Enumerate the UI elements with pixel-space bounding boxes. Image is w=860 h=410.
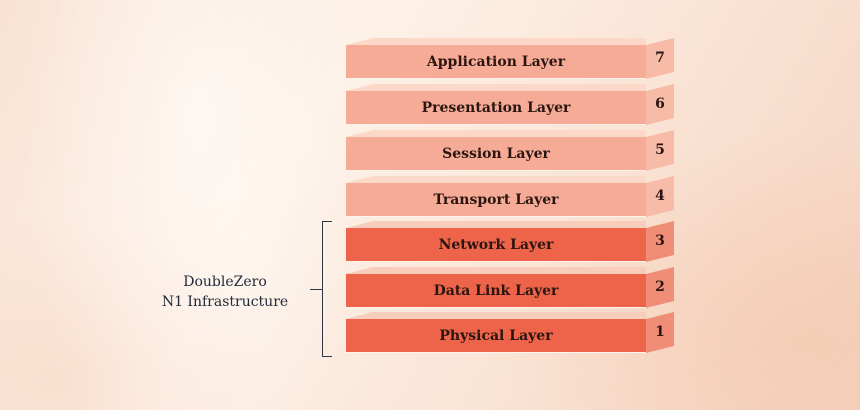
- layer-top-face: [346, 38, 646, 45]
- layer-session: Session Layer 5: [346, 130, 674, 171]
- layer-side-face: 5: [646, 130, 674, 171]
- layer-side-face: 6: [646, 84, 674, 125]
- layer-label: Data Link Layer: [346, 274, 646, 308]
- layer-side-face: 3: [646, 221, 674, 262]
- layer-label: Physical Layer: [346, 319, 646, 353]
- layer-label: Presentation Layer: [346, 91, 646, 125]
- layer-data-link: Data Link Layer 2: [346, 267, 674, 308]
- layer-top-face: [346, 267, 646, 274]
- layer-transport: Transport Layer 4: [346, 176, 674, 217]
- layer-application: Application Layer 7: [346, 38, 674, 79]
- layer-number: 2: [655, 278, 665, 295]
- layer-side-face: 2: [646, 267, 674, 308]
- layer-side-face: 1: [646, 312, 674, 353]
- layer-label: Application Layer: [346, 45, 646, 79]
- layer-number: 6: [655, 95, 665, 112]
- layer-side-face: 7: [646, 38, 674, 79]
- layer-label: Transport Layer: [346, 183, 646, 217]
- layer-presentation: Presentation Layer 6: [346, 84, 674, 125]
- layer-top-face: [346, 130, 646, 137]
- layer-physical: Physical Layer 1: [346, 312, 674, 353]
- group-bracket-tick: [310, 289, 322, 290]
- layer-number: 1: [655, 323, 665, 340]
- layer-number: 3: [655, 232, 665, 249]
- layer-label: Session Layer: [346, 137, 646, 171]
- layer-top-face: [346, 84, 646, 91]
- group-label: DoubleZero N1 Infrastructure: [150, 272, 300, 312]
- layer-number: 5: [655, 141, 665, 158]
- layer-number: 4: [655, 187, 665, 204]
- group-label-line1: DoubleZero: [183, 274, 267, 290]
- layer-top-face: [346, 176, 646, 183]
- group-label-line2: N1 Infrastructure: [161, 294, 289, 310]
- layer-top-face: [346, 221, 646, 228]
- layer-label: Network Layer: [346, 228, 646, 262]
- layer-number: 7: [655, 49, 665, 66]
- group-bracket: [322, 221, 332, 357]
- layer-network: Network Layer 3: [346, 221, 674, 262]
- layer-side-face: 4: [646, 176, 674, 217]
- layer-top-face: [346, 312, 646, 319]
